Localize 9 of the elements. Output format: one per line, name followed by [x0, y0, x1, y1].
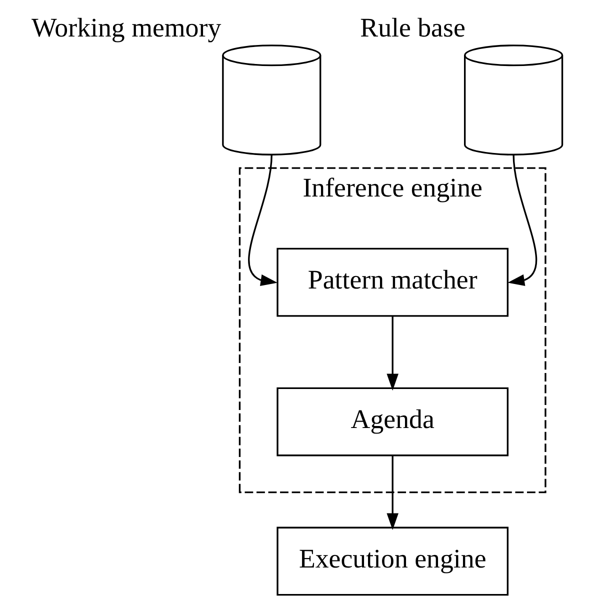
arrow	[386, 316, 398, 391]
node-label: Working memory	[30, 12, 221, 43]
node-box: Pattern matcher	[276, 248, 508, 317]
node-box: Agenda	[276, 387, 508, 456]
arrow	[507, 154, 537, 286]
arrow	[386, 456, 398, 530]
arrow	[248, 154, 278, 286]
node-box: Execution engine	[276, 526, 508, 596]
node-label: Rule base	[360, 12, 465, 43]
